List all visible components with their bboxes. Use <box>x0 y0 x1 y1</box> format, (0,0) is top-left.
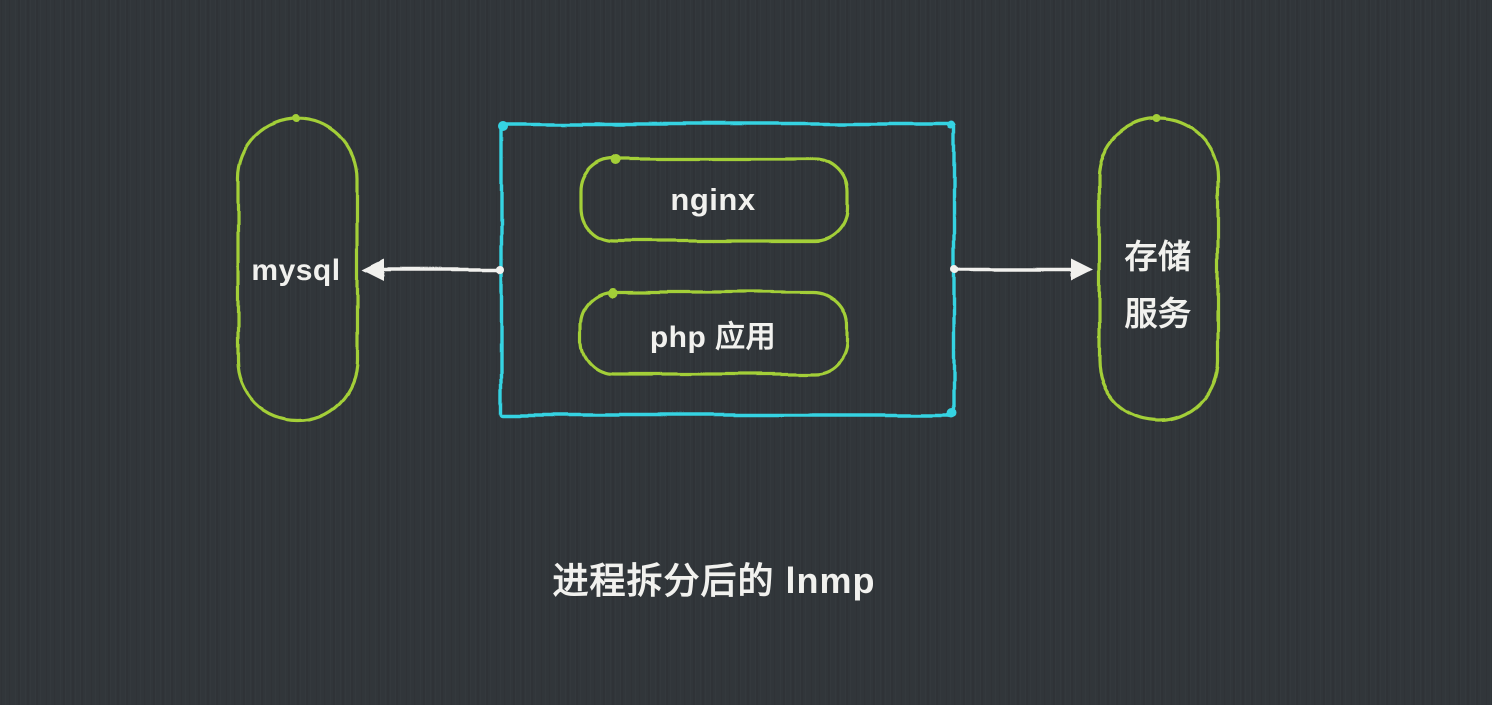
lnmp-container-corner-dot-br <box>947 408 957 418</box>
storage-node-label-line2: 服务 <box>1124 295 1192 332</box>
arrow-to-mysql-tail-dot <box>496 266 504 274</box>
storage-node-seed-dot <box>1153 114 1161 122</box>
storage-node-label-line1: 存储 <box>1124 238 1192 275</box>
nginx-node-label: nginx <box>670 182 756 217</box>
arrow-to-mysql-head-icon <box>362 259 384 281</box>
php-node-seed-dot <box>608 288 618 298</box>
lnmp-container-corner-dot-tl <box>498 121 508 131</box>
arrow-to-storage-tail-dot <box>951 266 959 274</box>
mysql-node-label: mysql <box>251 254 341 287</box>
php-node-shape <box>579 290 849 376</box>
lnmp-container-shape <box>499 122 956 417</box>
lnmp-container-corner-dot-tr <box>947 121 955 129</box>
mysql-node-seed-dot <box>292 115 300 123</box>
diagram-caption: 进程拆分后的 lnmp <box>552 560 876 601</box>
arrow-to-storage-head-icon <box>1071 259 1093 281</box>
nginx-node-seed-dot <box>611 155 621 165</box>
nginx-node-shape <box>579 157 849 243</box>
php-node-label: php 应用 <box>649 321 777 354</box>
